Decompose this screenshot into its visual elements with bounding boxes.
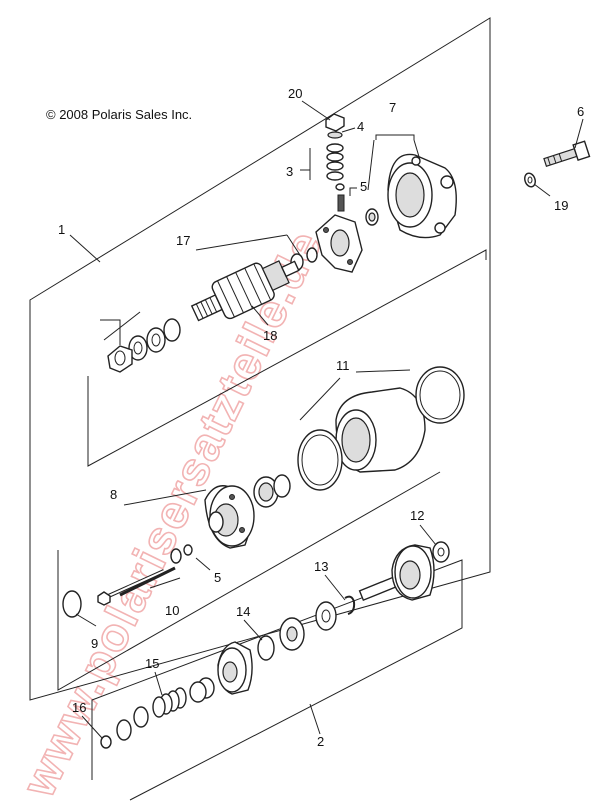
- part-thrust-washer: [315, 601, 337, 631]
- callout-20: 20: [288, 86, 302, 101]
- watermark: www.polarisersatzteile.de: [10, 220, 333, 806]
- callout-14: 14: [236, 604, 250, 619]
- part-spring: [152, 687, 187, 718]
- part-drive-end-housing: [204, 474, 291, 549]
- part-armature-washers-front: [107, 318, 181, 373]
- part-ring-14: [257, 635, 275, 661]
- callout-18: 18: [263, 328, 277, 343]
- callout-17: 17: [176, 233, 190, 248]
- callout-12: 12: [410, 508, 424, 523]
- part-through-bolts: [97, 566, 176, 606]
- callout-3: 3: [286, 164, 293, 179]
- watermark-text: www.polarisersatzteile.de: [11, 221, 332, 805]
- part-pinion-gear: [217, 641, 253, 695]
- callout-11: 11: [336, 358, 350, 373]
- part-washer-19: [524, 172, 536, 188]
- callout-6: 6: [577, 104, 584, 119]
- callout-5-middle: 5: [214, 570, 221, 585]
- callout-4: 4: [357, 119, 364, 134]
- part-clip-16: [100, 735, 112, 749]
- callout-19: 19: [554, 198, 568, 213]
- part-armature: [190, 260, 300, 322]
- part-motor-housing: [297, 366, 465, 491]
- assembly-outline: [29, 17, 491, 701]
- part-bushing-top: [365, 208, 379, 226]
- part-spring-washer: [133, 706, 149, 728]
- part-seal-small: [170, 544, 193, 564]
- armature-subgroup-outline: [87, 249, 487, 467]
- part-clutch-shaft: [358, 544, 435, 602]
- callout-9: 9: [91, 636, 98, 651]
- callout-15: 15: [145, 656, 159, 671]
- callout-5-top: 5: [360, 179, 367, 194]
- part-terminal-hardware-stack: [325, 113, 345, 191]
- copyright-notice: © 2008 Polaris Sales Inc.: [46, 107, 193, 122]
- callout-10: 10: [165, 603, 179, 618]
- part-stop-collar: [279, 617, 305, 651]
- part-washer-12: [432, 541, 450, 563]
- callout-2: 2: [317, 734, 324, 749]
- part-o-ring: [62, 590, 82, 618]
- callout-1: 1: [58, 222, 65, 237]
- callout-7: 7: [389, 100, 396, 115]
- part-snap-ring: [344, 595, 356, 615]
- callout-8: 8: [110, 487, 117, 502]
- part-end-cap-housing: [387, 153, 457, 239]
- callout-16: 16: [72, 700, 86, 715]
- part-brush-plate: [315, 194, 363, 273]
- drive-end-subgroup-outline: [57, 471, 441, 691]
- part-spring-seat: [116, 719, 132, 741]
- part-pinion-bushing: [189, 677, 215, 703]
- part-bolt: [543, 140, 591, 167]
- callout-13: 13: [314, 559, 328, 574]
- leader-lines: [69, 100, 584, 739]
- callout-labels: 1 2 3 4 5 5 6 7 8 9 10 11 12 13 14 15 16…: [58, 86, 584, 749]
